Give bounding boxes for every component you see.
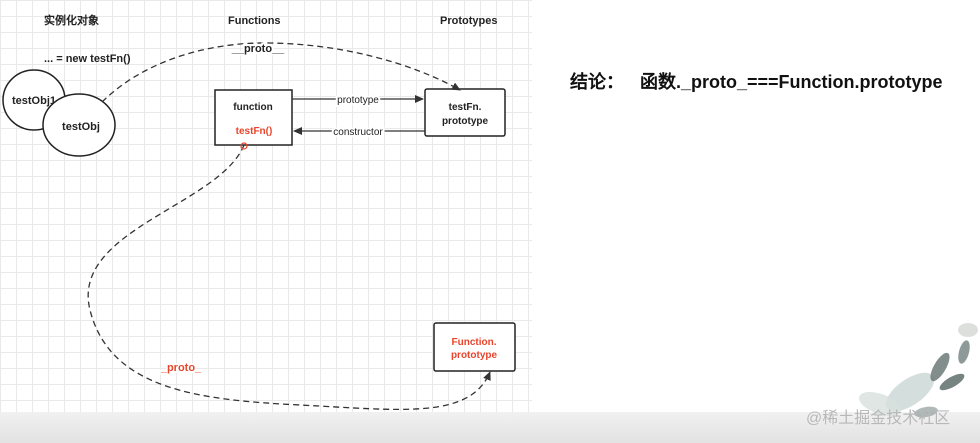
constructor-edge-label: constructor: [333, 127, 383, 138]
header-functions: Functions: [228, 15, 281, 27]
function-keyword-label: function: [233, 102, 272, 113]
test-obj-label: testObj: [62, 121, 100, 133]
instance-code-label: ... = new testFn(): [44, 53, 131, 65]
conclusion-formula: 函数._proto_===Function.prototype: [640, 72, 943, 92]
watermark: @稀土掘金技术社区: [806, 410, 951, 427]
function-prototype-line1: Function.: [452, 337, 497, 348]
header-instances: 实例化对象: [44, 13, 99, 27]
conclusion-label: 结论：: [570, 72, 624, 92]
proto-edge-top-label: __proto__: [231, 43, 285, 55]
prototype-edge-label: prototype: [337, 95, 379, 106]
function-name-label: testFn(): [236, 126, 273, 137]
header-prototypes: Prototypes: [440, 15, 497, 27]
test-obj1-label: testObj1: [12, 95, 56, 107]
test-obj-node: [42, 93, 116, 157]
testfn-prototype-line1: testFn.: [449, 102, 482, 113]
connection-point: [240, 142, 248, 150]
proto-edge-bottom: [87, 144, 491, 411]
function-prototype-line2: prototype: [451, 350, 498, 361]
testfn-prototype-line2: prototype: [442, 116, 489, 127]
diagram-canvas: [0, 0, 532, 412]
proto-edge-bottom-label: _proto_: [160, 362, 202, 374]
leaf-decoration-icon: [859, 323, 978, 418]
proto-edge-top: [101, 42, 461, 103]
conclusion-text: 结论： 函数._proto_===Function.prototype: [570, 68, 943, 94]
function-prototype-box: [433, 322, 516, 372]
footer-band: [0, 412, 980, 443]
function-box: [214, 89, 293, 146]
testfn-prototype-box: [424, 88, 506, 137]
